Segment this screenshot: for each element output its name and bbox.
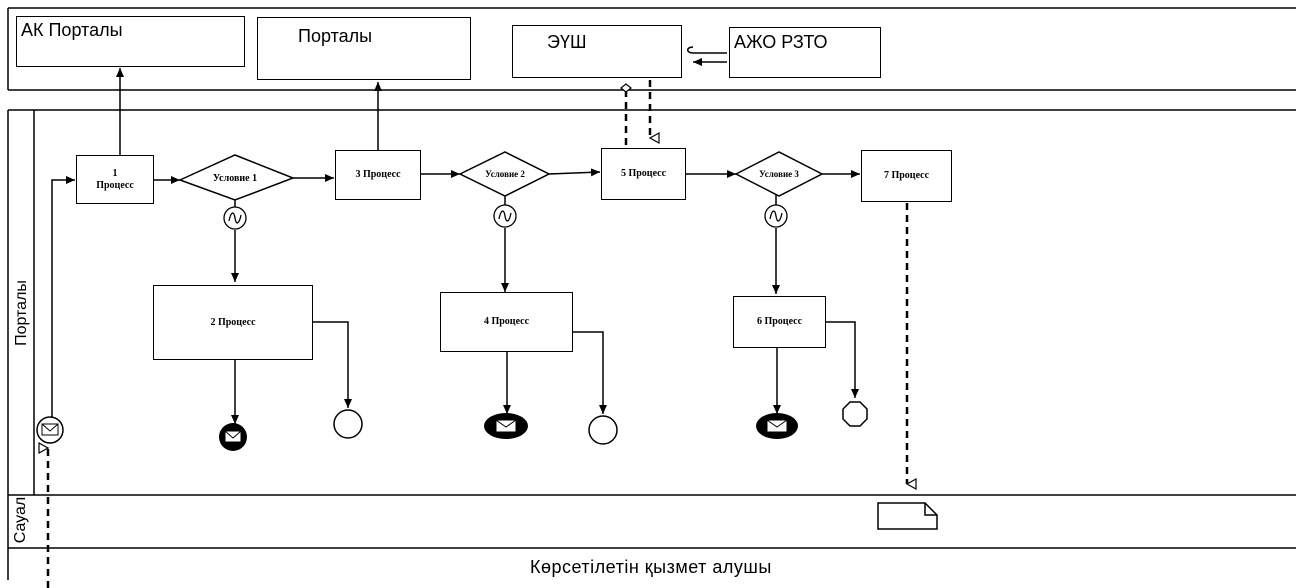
process-7-label: 7 Процесс [883, 170, 930, 181]
eush-box: ЭҮШ [512, 25, 682, 78]
message-end-icon [484, 413, 528, 439]
azho-box: АЖО РЗТО [729, 27, 881, 78]
process-1-box: 1 Процесс [76, 155, 154, 204]
pool-frame [7, 7, 1296, 580]
portal-label: Порталы [298, 26, 373, 46]
condition-1-label: Условие 1 [213, 173, 257, 184]
end-event-icon [842, 401, 868, 427]
process-7-box: 7 Процесс [861, 150, 952, 202]
portal-box: Порталы [257, 17, 471, 80]
connector-lines [51, 46, 860, 424]
lane-request-label: Сауал [12, 496, 29, 544]
process-2-label: 2 Процесс [210, 316, 256, 328]
process-4-label: 4 Процесс [483, 316, 530, 327]
process-6-box: 6 Процесс [733, 296, 826, 348]
process-5-box: 5 Процесс [601, 148, 686, 200]
eush-label: ЭҮШ [547, 32, 587, 52]
timer-icon [493, 204, 517, 228]
service-recipient-label: Көрсетілетін қызмет алушы [530, 557, 772, 577]
condition-3-label: Условие 3 [759, 169, 799, 179]
end-event-icon [333, 409, 363, 439]
message-end-icon [756, 413, 798, 439]
condition-2 [458, 151, 551, 197]
process-3-box: 3 Процесс [335, 150, 421, 200]
process-3-label: 3 Процесс [355, 169, 401, 180]
message-flows [48, 80, 907, 588]
end-event-icon [588, 415, 618, 445]
timer-icon [223, 206, 247, 230]
lane-portal-label: Порталы [13, 280, 30, 346]
condition-3 [734, 151, 824, 197]
ak-portal-box: АК Порталы [16, 16, 245, 67]
timer-icon [764, 204, 788, 228]
process-2-box: 2 Процесс [153, 285, 313, 360]
condition-2-label: Условие 2 [485, 169, 525, 179]
process-5-label: 5 Процесс [620, 168, 667, 179]
process-1-label: 1 Процесс [96, 167, 134, 191]
message-start-icon [36, 416, 64, 444]
azho-label: АЖО РЗТО [734, 32, 828, 52]
document-icon [877, 502, 938, 530]
message-end-icon [219, 423, 247, 451]
process-4-box: 4 Процесс [440, 292, 573, 352]
process-6-label: 6 Процесс [756, 316, 803, 327]
condition-1 [178, 154, 296, 201]
ak-portal-label: АК Порталы [21, 20, 123, 40]
